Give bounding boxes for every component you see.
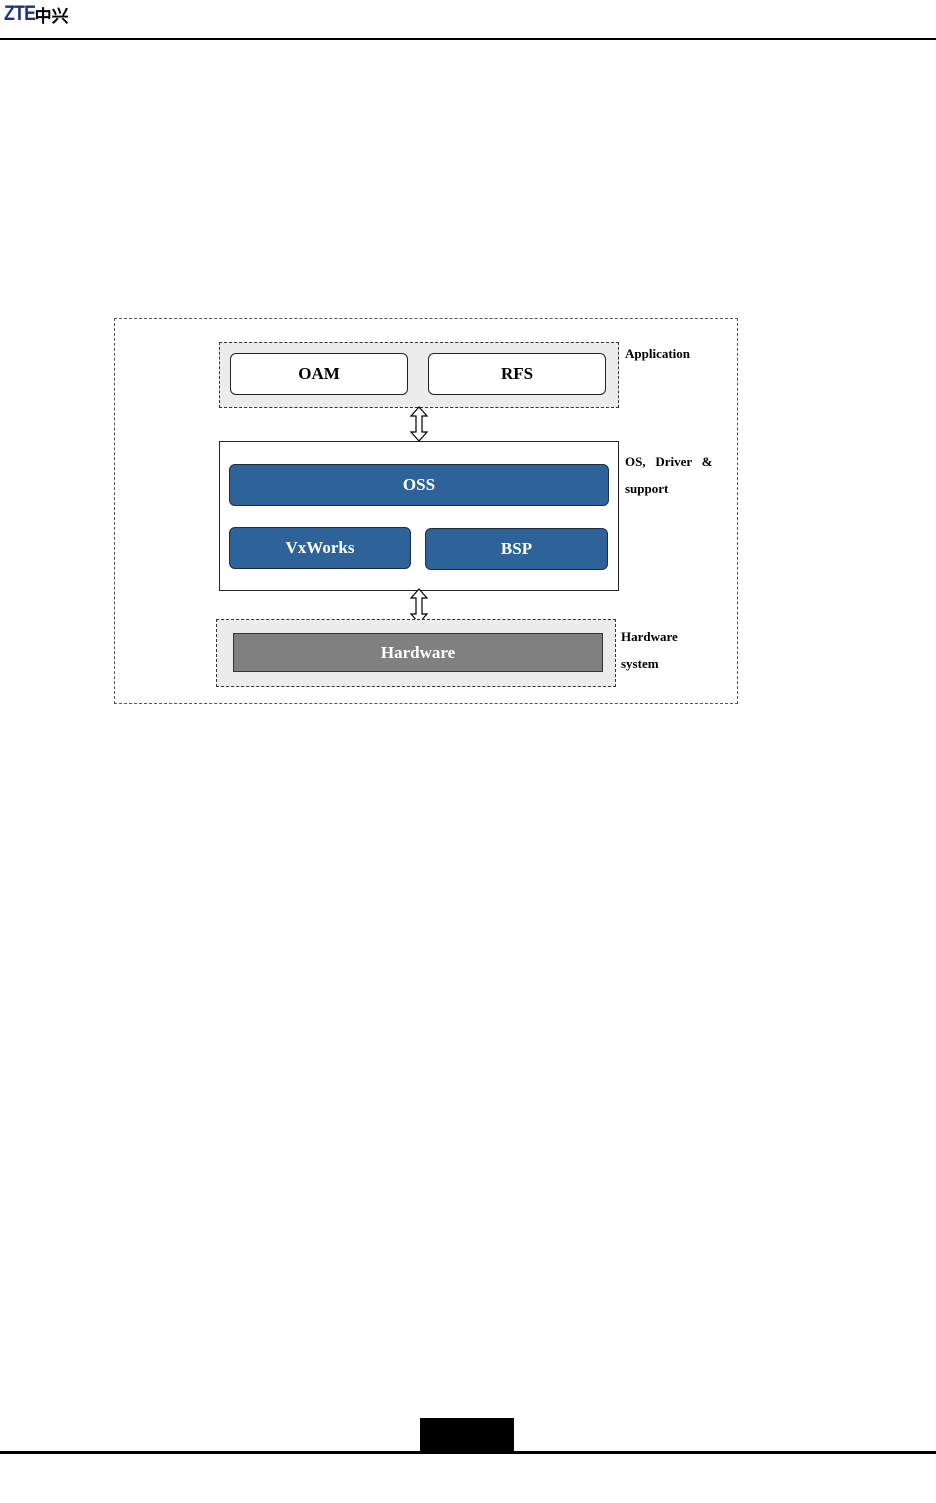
os-driver-label: OS, Driver & bbox=[625, 448, 713, 475]
header-rule bbox=[0, 38, 936, 40]
logo-text: ZTE bbox=[4, 2, 35, 26]
application-label: Application bbox=[625, 340, 690, 367]
logo-chinese-text: 中兴 bbox=[35, 2, 69, 27]
bsp-box: BSP bbox=[425, 528, 608, 570]
bidirectional-arrow-icon bbox=[408, 406, 430, 442]
system-label: system bbox=[621, 650, 659, 677]
rfs-box: RFS bbox=[428, 353, 606, 395]
support-label: support bbox=[625, 475, 668, 502]
oss-box: OSS bbox=[229, 464, 609, 506]
hardware-box: Hardware bbox=[233, 633, 603, 672]
page-number-tab bbox=[420, 1418, 514, 1453]
oam-box: OAM bbox=[230, 353, 408, 395]
hardware-label: Hardware bbox=[621, 623, 678, 650]
zte-logo: ZTE 中兴 bbox=[4, 2, 69, 26]
footer-rule bbox=[0, 1451, 936, 1454]
vxworks-box: VxWorks bbox=[229, 527, 411, 569]
